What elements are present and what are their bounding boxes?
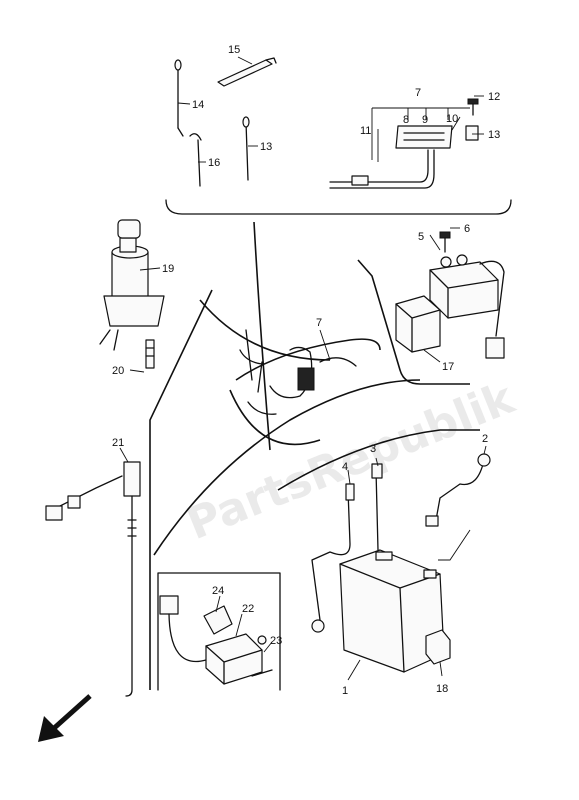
starter-relay [395,231,505,359]
neutral-switch-lead [45,461,141,697]
part-label-25: 24 [212,585,224,597]
part-label-20: 19 [162,263,174,275]
part-label-3: 3 [370,443,376,455]
frame-silhouette [149,221,480,690]
part-label-15: 14 [192,99,204,111]
part-label-6: 6 [464,223,470,235]
part-label-4: 4 [342,461,348,473]
watermark: PartsRepublik [180,372,523,550]
part-label-13: 13 [488,129,500,141]
label-leaders [119,56,487,681]
part-label-24: 23 [270,635,282,647]
part-label-10: 10 [446,113,458,125]
part-label-2: 2 [482,433,488,445]
part-label-11: 11 [360,125,371,137]
main-switch [99,219,165,369]
part-label-8: 8 [403,114,409,126]
part-label-17: 16 [208,157,220,169]
part-label-23: 22 [242,603,254,615]
arrow-down-left-icon [38,694,92,742]
part-label-14: 13 [260,141,272,153]
part-label-12: 12 [488,91,500,103]
part-label-16: 15 [228,44,240,56]
wire-harness-group [165,57,512,215]
starter-relay-box [157,572,281,691]
part-label-1: 1 [342,685,348,697]
part-label-7-top: 7 [415,87,421,99]
part-label-9: 9 [422,114,428,126]
battery [311,453,491,673]
part-label-19: 18 [436,683,448,695]
part-label-18: 17 [442,361,454,373]
part-label-21: 20 [112,365,124,377]
part-label-22: 21 [112,437,124,449]
part-label-7-mid: 7 [316,317,322,329]
part-label-5: 5 [418,231,424,243]
